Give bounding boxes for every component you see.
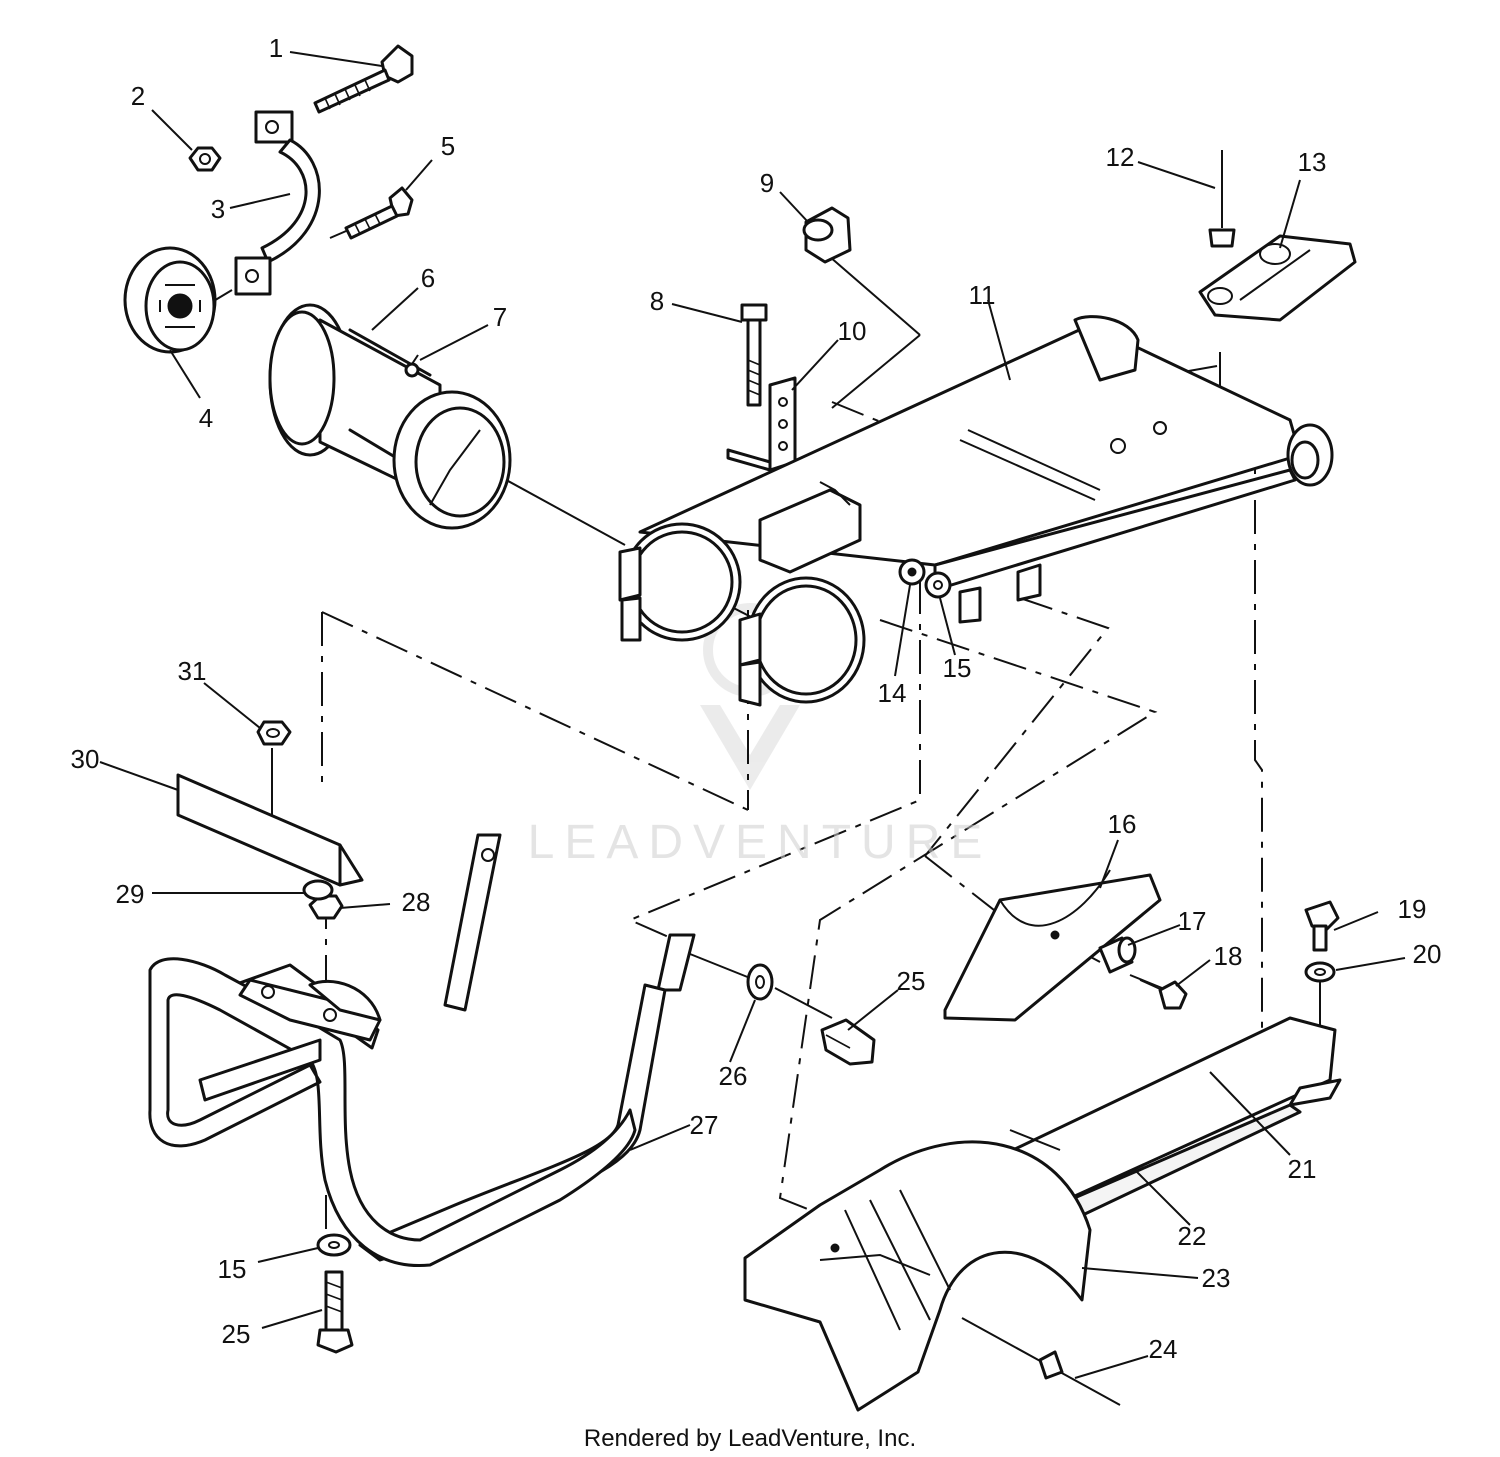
callout-9: 9 <box>760 168 774 198</box>
nut-31 <box>256 720 292 746</box>
nut-2 <box>188 146 222 172</box>
callout-16: 16 <box>1108 809 1137 839</box>
bolt-8 <box>740 303 768 407</box>
callout-14: 14 <box>878 678 907 708</box>
bushing-4 <box>123 246 217 354</box>
callout-7: 7 <box>493 302 507 332</box>
push-pin-24 <box>1038 1350 1121 1406</box>
callout-25-lower: 25 <box>222 1319 251 1349</box>
washer-29 <box>302 879 334 901</box>
callout-1: 1 <box>269 33 283 63</box>
callout-29: 29 <box>116 879 145 909</box>
bolt-25-lower <box>316 1270 354 1354</box>
callout-10: 10 <box>838 316 867 346</box>
grease-fitting-7 <box>404 354 420 378</box>
callout-3: 3 <box>211 194 225 224</box>
bushing-9 <box>802 206 852 264</box>
bolt-19 <box>1304 900 1340 952</box>
bolt-1 <box>313 44 414 114</box>
callout-6: 6 <box>421 263 435 293</box>
bolt-25 <box>820 1018 876 1066</box>
callout-4: 4 <box>199 403 213 433</box>
clamp-strap-3 <box>234 110 321 296</box>
plate-13 <box>1198 234 1357 322</box>
callout-31: 31 <box>178 656 207 686</box>
callout-15-lower: 15 <box>218 1254 247 1284</box>
callout-12: 12 <box>1106 142 1135 172</box>
callout-30: 30 <box>71 744 100 774</box>
callout-25-right: 25 <box>897 966 926 996</box>
pivot-bolt-14 <box>898 558 926 586</box>
callout-19: 19 <box>1398 894 1427 924</box>
callout-leaders <box>99 51 1406 1379</box>
footer-credit: Rendered by LeadVenture, Inc. <box>583 1425 917 1452</box>
callout-11: 11 <box>969 280 996 310</box>
pivot-washer-15 <box>924 571 952 599</box>
callout-27: 27 <box>690 1110 719 1140</box>
watermark-text: LEADVENTURE <box>527 816 993 869</box>
callout-5: 5 <box>441 131 455 161</box>
callout-26: 26 <box>719 1061 748 1091</box>
callout-15-upper: 15 <box>943 653 972 683</box>
callout-22: 22 <box>1178 1221 1207 1251</box>
rear-bumper-27 <box>148 833 696 1268</box>
washer-26 <box>746 963 774 1001</box>
plate-30 <box>176 773 364 887</box>
bracket-16 <box>943 869 1162 1022</box>
washer-20 <box>1304 961 1336 983</box>
axle-tube-6 <box>268 303 512 530</box>
callout-21: 21 <box>1288 1154 1317 1184</box>
callout-18: 18 <box>1214 941 1243 971</box>
callout-24: 24 <box>1149 1334 1178 1364</box>
callout-labels: 1 2 3 4 5 6 7 8 9 10 11 12 13 14 15 16 1… <box>71 33 1442 1364</box>
bolt-5 <box>344 186 414 240</box>
callout-28: 28 <box>402 887 431 917</box>
washer-15-lower <box>316 1233 352 1257</box>
callout-2: 2 <box>131 81 145 111</box>
callout-8: 8 <box>650 286 664 316</box>
callout-23: 23 <box>1202 1263 1231 1293</box>
callout-20: 20 <box>1413 939 1442 969</box>
callout-13: 13 <box>1298 147 1327 177</box>
callout-17: 17 <box>1178 906 1207 936</box>
swing-arm-11 <box>618 315 1334 707</box>
bolt-18 <box>1139 979 1188 1010</box>
pin-12 <box>1208 150 1236 248</box>
fender-23 <box>743 1140 1092 1412</box>
